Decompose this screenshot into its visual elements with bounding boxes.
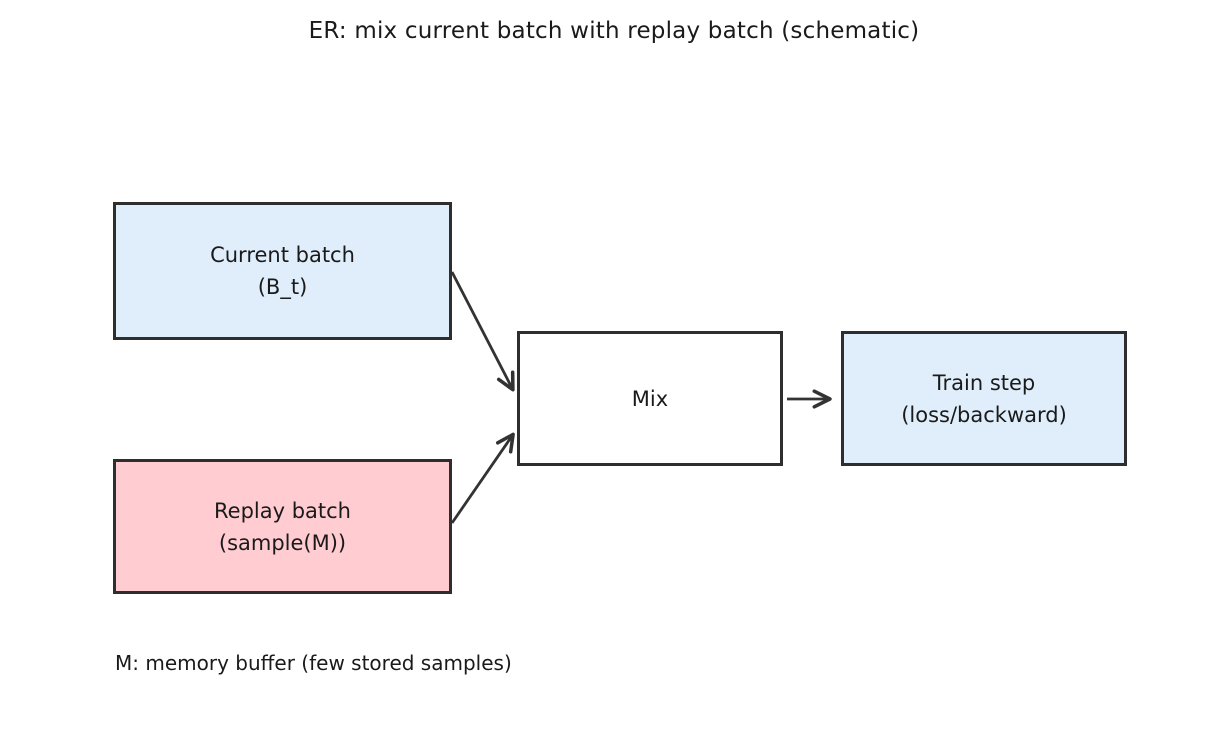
mix-box: Mix: [517, 331, 783, 466]
replay-batch-label-line1: Replay batch: [214, 498, 351, 523]
diagram-title: ER: mix current batch with replay batch …: [308, 18, 920, 44]
arrow-current-batch-to-mix: [450, 271, 515, 392]
current-batch-label-line2: (B_t): [257, 275, 308, 299]
replay-batch-box: Replay batch (sample(M)): [113, 459, 452, 594]
train-step-box: Train step (loss/backward): [841, 331, 1127, 466]
memory-buffer-footnote: M: memory buffer (few stored samples): [115, 651, 512, 675]
replay-batch-label-line2: (sample(M)): [218, 530, 347, 555]
current-batch-label-line1: Current batch: [210, 243, 355, 267]
current-batch-box: Current batch (B_t): [113, 202, 452, 340]
mix-label: Mix: [631, 386, 669, 411]
train-step-label-line1: Train step: [932, 370, 1036, 395]
arrow-replay-batch-to-mix: [450, 432, 515, 524]
train-step-label-line2: (loss/backward): [901, 402, 1067, 427]
